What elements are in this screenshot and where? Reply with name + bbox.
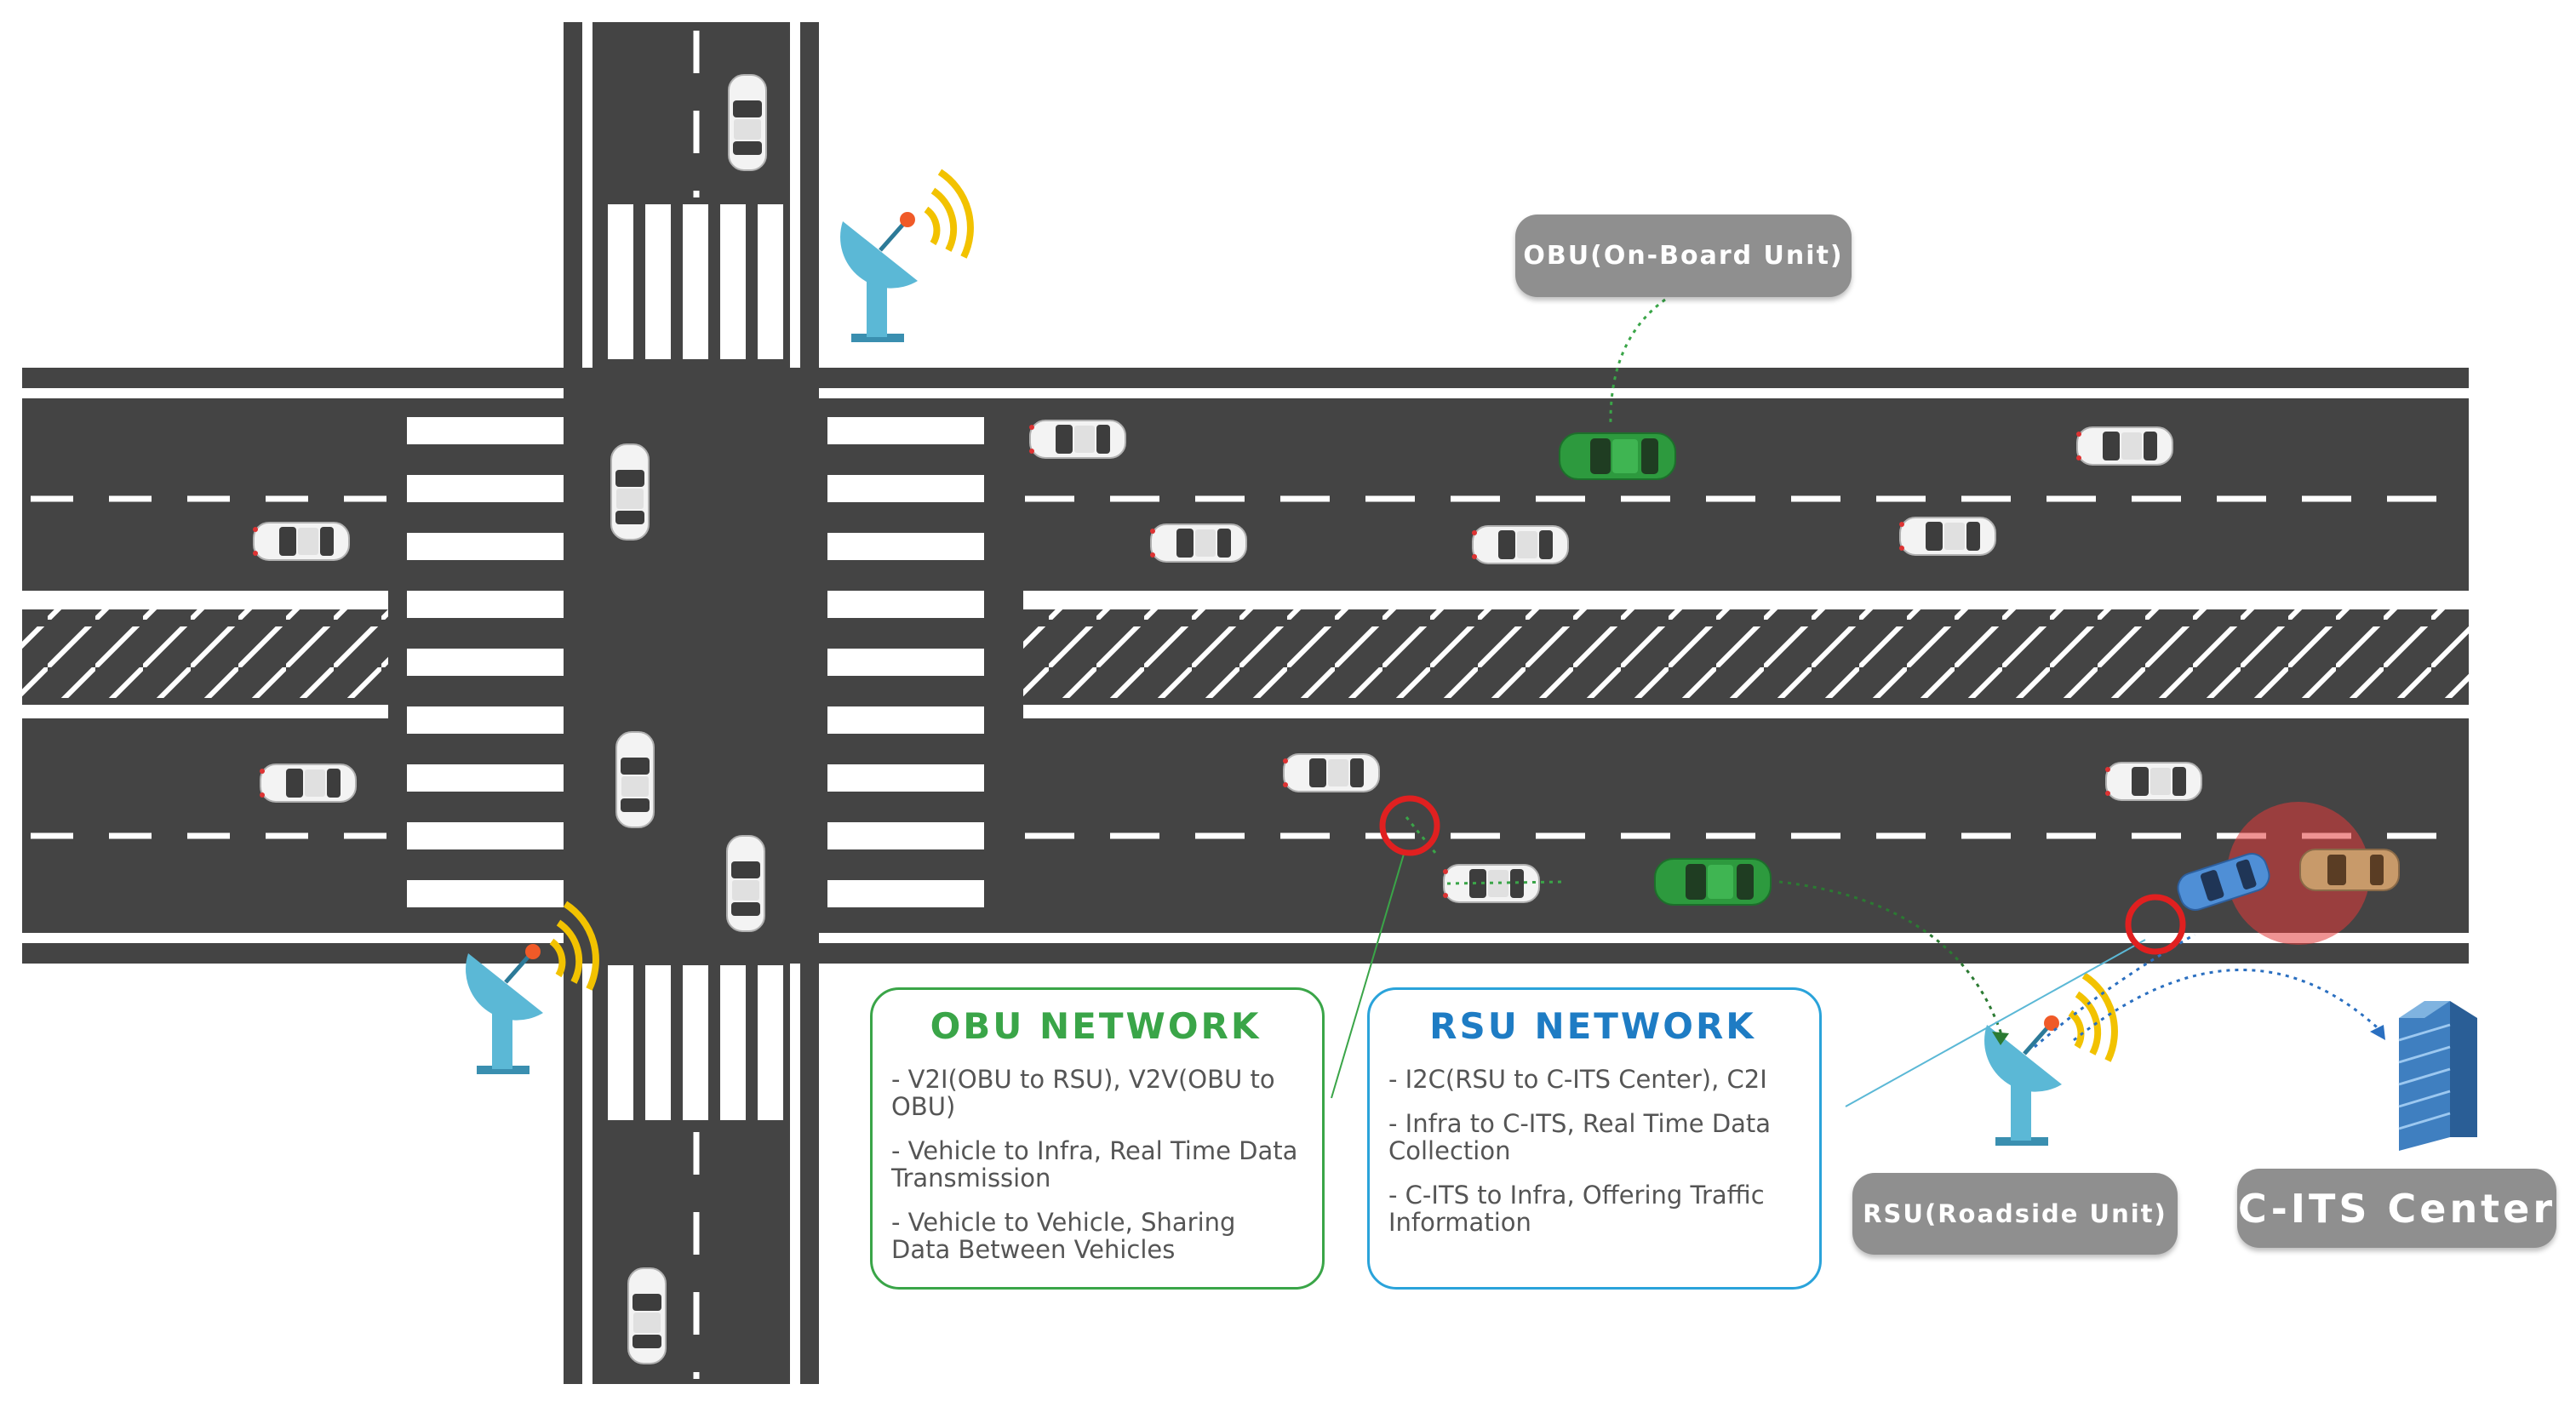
rsu-label: RSU(Roadside Unit): [1852, 1173, 2178, 1255]
car-icon: [2075, 426, 2173, 466]
list-item: - I2C(RSU to C-ITS Center), C2I: [1388, 1065, 1767, 1094]
obu-label: OBU(On-Board Unit): [1515, 214, 1852, 297]
car-icon: [728, 74, 767, 171]
satellite-dish-icon: [1984, 975, 2115, 1146]
crosswalk-north: [608, 204, 783, 359]
data-links: [1331, 298, 2387, 1107]
satellite-dish-icon: [840, 172, 970, 342]
car-icon: [1559, 432, 1676, 480]
car-icon: [726, 835, 765, 932]
obu-network-box: OBU NETWORK - V2I(OBU to RSU), V2V(OBU t…: [870, 987, 1325, 1290]
obu-network-list: - V2I(OBU to RSU), V2V(OBU to OBU) - Veh…: [891, 1066, 1300, 1263]
rsu-network-box: RSU NETWORK - I2C(RSU to C-ITS Center), …: [1367, 987, 1822, 1290]
car-icon: [1028, 420, 1126, 459]
crosswalk-west: [407, 417, 564, 907]
car-icon: [1898, 517, 1996, 556]
list-item: - C-ITS to Infra, Offering Traffic Infor…: [1388, 1181, 1765, 1237]
car-icon: [1471, 525, 1569, 564]
accident-icon: [2177, 802, 2400, 945]
car-icon: [610, 443, 650, 540]
car-icon: [252, 522, 350, 561]
building-icon: [2398, 1001, 2477, 1151]
list-item: - Infra to C-ITS, Real Time Data Collect…: [1388, 1109, 1772, 1165]
list-item: - Vehicle to Vehicle, Sharing Data Betwe…: [891, 1208, 1236, 1264]
car-icon: [1654, 858, 1772, 906]
car-icon: [1282, 753, 1380, 792]
cits-center-label: C-ITS Center: [2237, 1169, 2556, 1248]
car-icon: [259, 764, 357, 803]
list-item: - V2I(OBU to RSU), V2V(OBU to OBU): [891, 1065, 1275, 1121]
car-icon: [2104, 762, 2202, 801]
rsu-network-title: RSU NETWORK: [1429, 1005, 1756, 1047]
vehicles: [252, 74, 2400, 1364]
crosswalk-east: [827, 417, 984, 907]
car-icon: [627, 1267, 667, 1364]
car-icon: [1149, 523, 1247, 563]
obu-network-title: OBU NETWORK: [930, 1005, 1262, 1047]
road-network: [22, 22, 2469, 1384]
crosswalk-south: [608, 965, 783, 1120]
car-icon: [615, 731, 655, 828]
list-item: - Vehicle to Infra, Real Time Data Trans…: [891, 1136, 1298, 1193]
rsu-network-list: - I2C(RSU to C-ITS Center), C2I - Infra …: [1388, 1066, 1797, 1236]
